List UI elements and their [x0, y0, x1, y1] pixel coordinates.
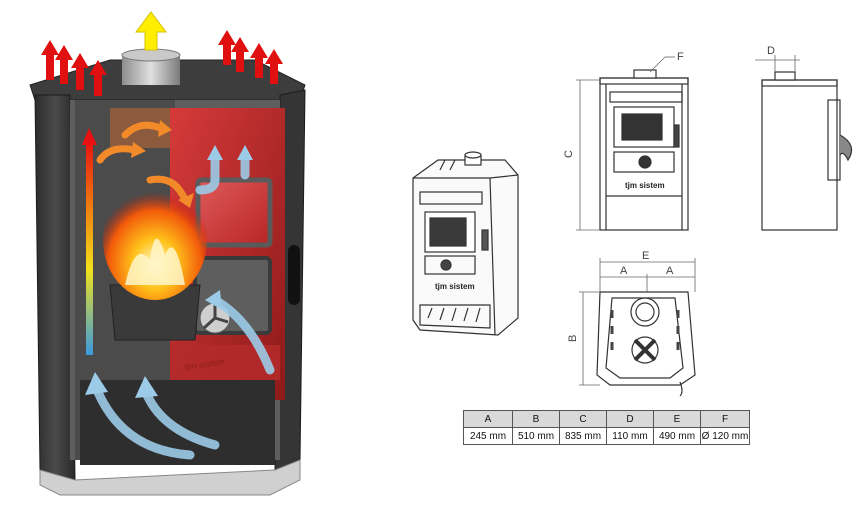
table-row: 245 mm 510 mm 835 mm 110 mm 490 mm Ø 120… [463, 427, 750, 445]
dim-label-e: E [642, 250, 649, 262]
stove-left-wall [34, 94, 76, 481]
table-cell: Ø 120 mm [700, 427, 750, 445]
stove-base [39, 459, 301, 496]
dim-label-f: F [677, 51, 684, 63]
door-handle [288, 245, 300, 305]
iso-brand-label: tjm sistem [435, 282, 475, 291]
hot-air-arrows-left [41, 40, 107, 96]
dim-label-a-right: A [666, 265, 674, 277]
stove-top-view [596, 291, 696, 397]
dim-label-d: D [767, 45, 775, 57]
cool-air-arrowheads [85, 145, 253, 398]
temp-bar-arrow-icon [82, 128, 97, 145]
table-cell: 110 mm [606, 427, 654, 445]
exhaust-arrow-icon [135, 11, 167, 51]
table-cell: 835 mm [559, 427, 607, 445]
dimension-lines [576, 55, 800, 386]
table-cell: 510 mm [512, 427, 560, 445]
dimensions-table: A B C D E F 245 mm 510 mm 835 mm 110 mm … [463, 410, 750, 445]
lower-red-plate [170, 345, 280, 380]
fan-wheel-top-icon [631, 336, 659, 364]
front-brand-label: tjm sistem [625, 181, 665, 190]
flue-gas-arrowheads [131, 120, 194, 208]
cool-air-arrows [90, 155, 275, 460]
table-cell: 245 mm [463, 427, 513, 445]
hot-air-arrows-right [218, 30, 283, 84]
table-header-cell: A [463, 410, 513, 428]
fan-wheel-icon [199, 302, 231, 334]
table-header-cell: F [700, 410, 750, 428]
stove-isometric-drawing: tjm sistem [412, 151, 519, 336]
temperature-gradient-bar [86, 140, 93, 355]
table-header-cell: B [512, 410, 560, 428]
dim-label-c: C [563, 150, 575, 158]
chimney-flue [121, 48, 181, 85]
table-header-cell: C [559, 410, 607, 428]
dim-label-b: B [567, 335, 579, 342]
flue-gas-arrows [96, 121, 189, 204]
stove-side-view [761, 71, 853, 231]
cutaway-stove: tjm sistem [29, 11, 306, 496]
table-cell: 490 mm [653, 427, 701, 445]
stove-front-view: tjm sistem [599, 69, 689, 231]
table-header-row: A B C D E F [463, 410, 750, 428]
dim-label-a-left: A [620, 265, 628, 277]
table-header-cell: D [606, 410, 654, 428]
table-header-cell: E [653, 410, 701, 428]
fire-flame-core [125, 238, 185, 285]
